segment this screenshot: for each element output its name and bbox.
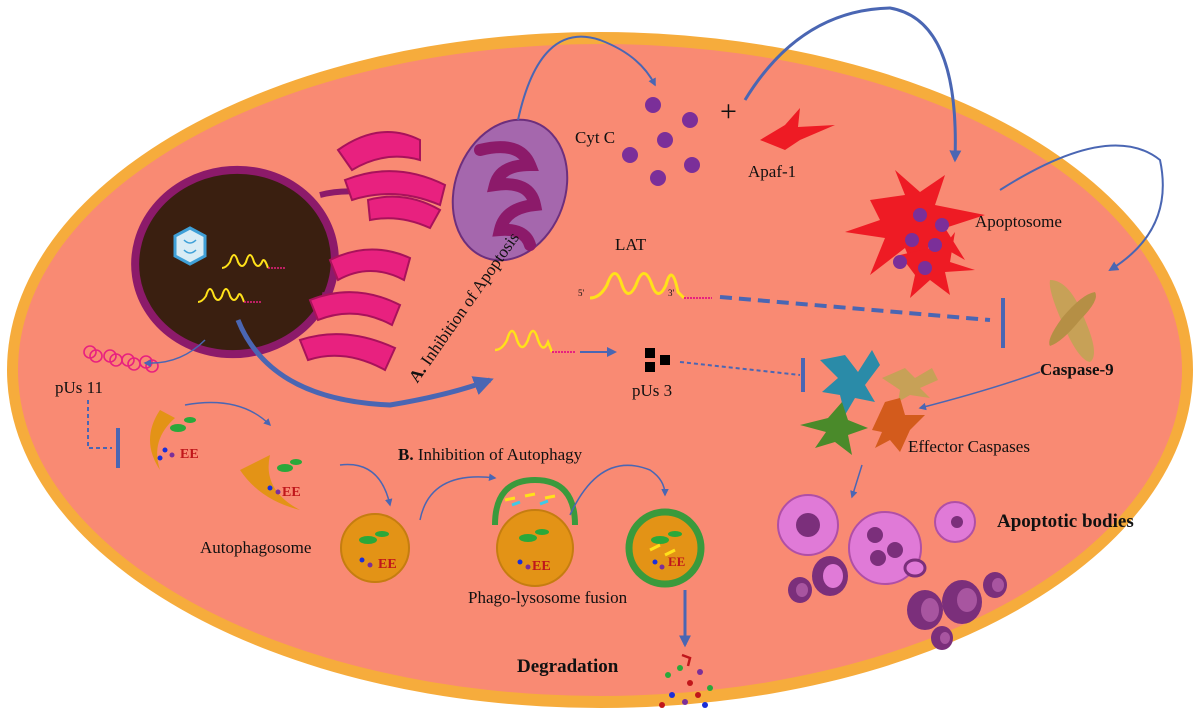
endoplasmic-reticulum (298, 131, 447, 372)
mitochondrion-icon (451, 118, 569, 262)
label-five-prime: 5' (578, 288, 585, 298)
label-three-prime: 3' (668, 288, 675, 298)
label-plus: + (720, 95, 737, 128)
autophagosome-1: EE (340, 513, 410, 583)
autolysosome: EE (625, 508, 705, 588)
label-apoptosome: Apoptosome (975, 212, 1062, 231)
autophagosome-lysosome: EE (492, 476, 578, 587)
lat-wave-nucleus-2 (197, 288, 245, 303)
svg-text:EE: EE (282, 485, 301, 500)
label-effector-caspases: Effector Caspases (908, 437, 1030, 456)
label-degradation: Degradation (517, 656, 619, 677)
label-cyt-c: Cyt C (575, 128, 616, 147)
arrows (87, 6, 1164, 648)
label-inhibition-autophagy: B. Inhibition of Autophagy (398, 445, 582, 465)
lat-wave-nucleus-1 (221, 254, 269, 269)
star-apaf-icon (760, 108, 835, 150)
label-inhibition-autophagy-letter: B. (398, 445, 414, 464)
cyt-c-molecules (622, 97, 700, 186)
svg-text:EE: EE (668, 554, 685, 569)
pus11-molecules (83, 345, 159, 373)
label-apaf1: Apaf-1 (748, 162, 797, 181)
lat-wave-small (494, 329, 554, 353)
lat-wave-main (589, 272, 686, 300)
caspase-9-shape (1049, 280, 1096, 362)
label-phago-lysosome: Phago-lysosome fusion (468, 588, 628, 607)
phagophore-2: EE (240, 455, 302, 510)
inhibition-bars (116, 298, 1005, 468)
virus-capsid-icon (173, 226, 207, 266)
label-lat: LAT (615, 235, 647, 254)
label-caspase-9: Caspase-9 (1040, 360, 1114, 379)
degradation-debris (659, 653, 713, 708)
label-inhibition-autophagy-text: Inhibition of Autophagy (417, 445, 583, 464)
label-apoptotic-bodies: Apoptotic bodies (997, 511, 1134, 532)
svg-text:EE: EE (180, 447, 199, 462)
apoptotic-bodies-shapes (777, 494, 1007, 650)
label-autophagosome: Autophagosome (200, 538, 312, 557)
nucleus (131, 165, 361, 359)
pus3-molecules (645, 348, 670, 372)
label-pus11: pUs 11 (55, 378, 104, 397)
phagophore-1: EE (150, 410, 199, 470)
effector-caspases-shapes (800, 350, 938, 455)
label-pus3: pUs 3 (632, 381, 673, 400)
svg-text:EE: EE (378, 557, 397, 572)
apoptosome (845, 170, 985, 298)
svg-text:EE: EE (532, 559, 551, 574)
